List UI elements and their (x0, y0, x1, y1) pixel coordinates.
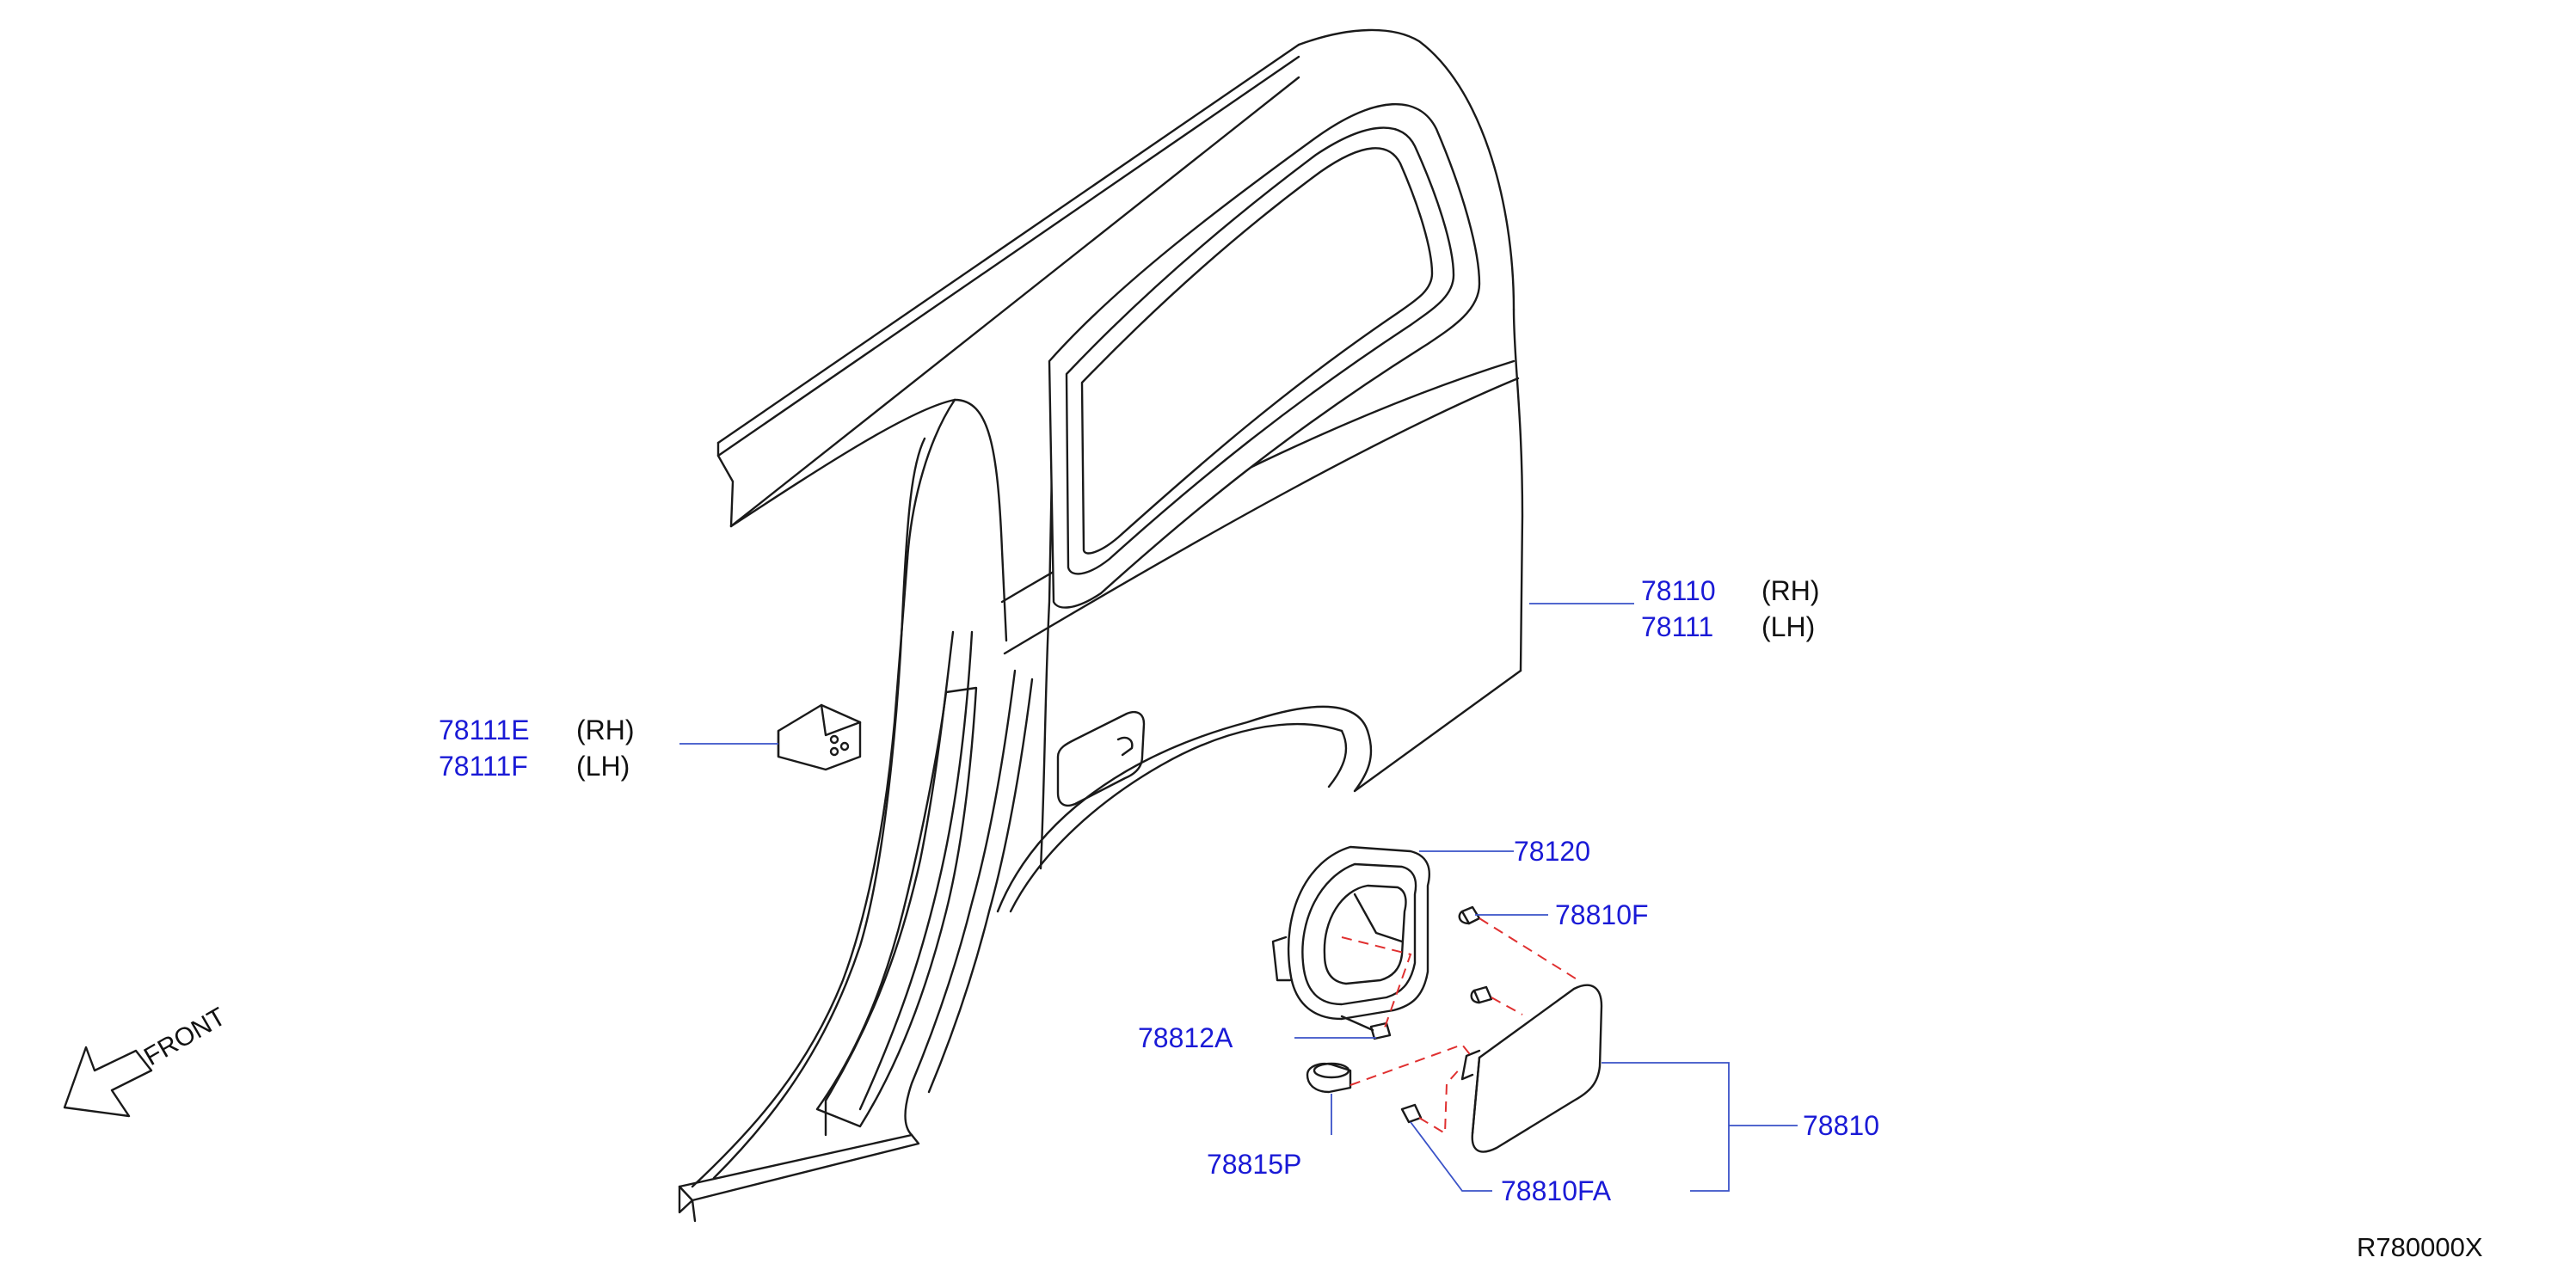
callout-78120-number: 78120 (1514, 836, 1590, 867)
callout-78810f-number: 78810F (1555, 899, 1649, 930)
fuel-filler-base (1271, 845, 1430, 1021)
rear-fender-panel (678, 28, 1524, 1223)
callout-78111f-number: 78111F (439, 751, 528, 782)
callout-78812a-number: 78812A (1138, 1022, 1233, 1053)
assembly-guide-lines (1341, 917, 1579, 1135)
pillar-bracket (777, 703, 862, 771)
bumper-78815p (1306, 1062, 1352, 1094)
fuel-filler-lid (1460, 984, 1603, 1153)
front-label: FRONT (139, 1003, 231, 1071)
clip-78810f-lower (1470, 985, 1493, 1004)
callout-78815p-number: 78815P (1207, 1149, 1301, 1180)
leader-lines (679, 603, 1798, 1192)
callout-78111e-number: 78111E (439, 715, 530, 745)
callout-78110-number: 78110 (1641, 575, 1716, 606)
callout-78111f-side: (LH) (576, 751, 630, 782)
callout-78810-number: 78810 (1803, 1110, 1879, 1141)
front-direction-arrow-icon (63, 1046, 153, 1118)
clip-78810fa (1400, 1103, 1423, 1124)
callout-78110-side: (RH) (1761, 575, 1820, 606)
diagram-reference-code: R780000X (2357, 1232, 2483, 1262)
callout-78111-number: 78111 (1641, 611, 1713, 642)
callout-78810fa-number: 78810FA (1501, 1175, 1612, 1206)
callout-78111e-side: (RH) (576, 715, 635, 745)
screw-78812a (1340, 1015, 1392, 1040)
callout-78111-side: (LH) (1761, 611, 1815, 642)
